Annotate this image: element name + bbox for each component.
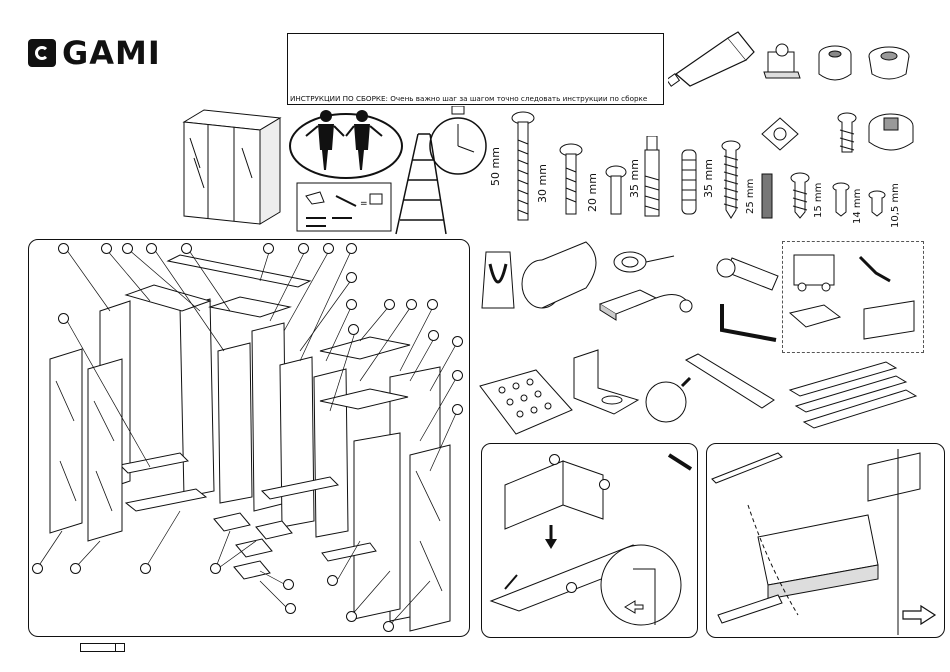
part-callout	[122, 243, 133, 254]
next-page-arrow-icon[interactable]	[901, 604, 937, 626]
instruction-notice-box: ИНСТРУКЦИИ ПО СБОРКЕ: Очень важно шаг за…	[287, 33, 664, 105]
size-label-25mm: 25 mm	[745, 179, 756, 214]
plastic-plug-25mm-icon	[760, 172, 774, 220]
part-callout	[346, 611, 357, 622]
part-callout	[452, 404, 463, 415]
screw-50mm-icon	[510, 110, 536, 222]
size-label-15mm: 15 mm	[813, 183, 824, 218]
tools-required-icon: =	[296, 182, 392, 232]
wardrobe-assembled-illustration	[180, 108, 285, 228]
part-callout	[58, 313, 69, 324]
part-callout	[566, 582, 577, 593]
part-callout	[327, 575, 338, 586]
part-callout	[427, 299, 438, 310]
screw-20mm-icon	[604, 164, 628, 216]
size-label-10-5mm: 10,5 mm	[890, 183, 901, 228]
drawer-fittings-illustration	[784, 243, 920, 349]
allen-key-icon	[716, 300, 780, 346]
two-person-assembly-icon	[288, 106, 406, 182]
cam-lock-icon	[815, 42, 855, 87]
instruction-notice-text: ИНСТРУКЦИИ ПО СБОРКЕ: Очень важно шаг за…	[290, 94, 647, 103]
part-callout	[384, 299, 395, 310]
part-callout	[285, 603, 296, 614]
wardrobe-exploded-view	[30, 241, 468, 635]
brand-logo: GAMI	[28, 34, 161, 72]
part-callout	[58, 243, 69, 254]
mounting-plate-icon	[476, 366, 574, 438]
part-callout	[348, 324, 359, 335]
wooden-dowel-icon	[680, 148, 698, 216]
bolt-35mm-icon	[642, 136, 662, 218]
part-callout	[101, 243, 112, 254]
part-callout	[70, 563, 81, 574]
part-callout	[452, 336, 463, 347]
size-label-35mm-b: 35 mm	[702, 159, 715, 198]
cam-bolt-icon	[836, 112, 858, 156]
gami-logo-icon	[28, 39, 56, 67]
size-label-50mm: 50 mm	[489, 147, 502, 186]
led-tape-icon	[612, 248, 682, 278]
handle-bar-icon	[684, 352, 776, 412]
angle-bracket-icon	[568, 348, 642, 418]
screw-35mm-icon	[720, 140, 742, 220]
part-callout	[146, 243, 157, 254]
rail-bracket-icon	[712, 250, 782, 294]
part-callout	[298, 243, 309, 254]
part-callout	[323, 243, 334, 254]
part-callout	[283, 579, 294, 590]
part-callout	[140, 563, 151, 574]
screw-15mm-icon	[790, 172, 810, 220]
page-footer-box	[80, 643, 125, 652]
part-callout	[452, 370, 463, 381]
screw-14mm-icon	[832, 182, 850, 218]
size-label-14mm: 14 mm	[852, 189, 863, 224]
screw-30mm-icon	[558, 142, 584, 216]
cam-bracket-icon	[760, 40, 805, 85]
drawer-assembly-step-illustration	[483, 445, 696, 636]
power-adapter-icon	[596, 280, 706, 328]
door-hanger-icon	[478, 250, 518, 312]
size-label-30mm: 30 mm	[536, 164, 549, 203]
part-callout	[346, 243, 357, 254]
part-callout	[210, 563, 221, 574]
part-callout	[346, 272, 357, 283]
part-callout	[599, 479, 610, 490]
step-ladder-icon	[392, 130, 452, 238]
brand-name: GAMI	[62, 34, 161, 72]
part-callout	[549, 454, 560, 465]
part-callout	[406, 299, 417, 310]
cylinder-connector-icon	[516, 236, 606, 312]
size-label-20mm: 20 mm	[586, 173, 599, 212]
part-callout	[263, 243, 274, 254]
glue-tube-icon	[668, 30, 760, 90]
screw-cap-icon	[760, 116, 800, 152]
part-callout	[428, 330, 439, 341]
part-callout	[32, 563, 43, 574]
screw-10-5mm-icon	[868, 190, 886, 218]
part-callout	[383, 621, 394, 632]
part-callout	[181, 243, 192, 254]
svg-text:=: =	[360, 199, 368, 209]
cam-nut-icon	[864, 42, 914, 87]
cam-housing-icon	[866, 108, 916, 158]
size-label-35mm-a: 35 mm	[628, 159, 641, 198]
part-callout	[346, 299, 357, 310]
drawer-rails-icon	[786, 360, 920, 440]
